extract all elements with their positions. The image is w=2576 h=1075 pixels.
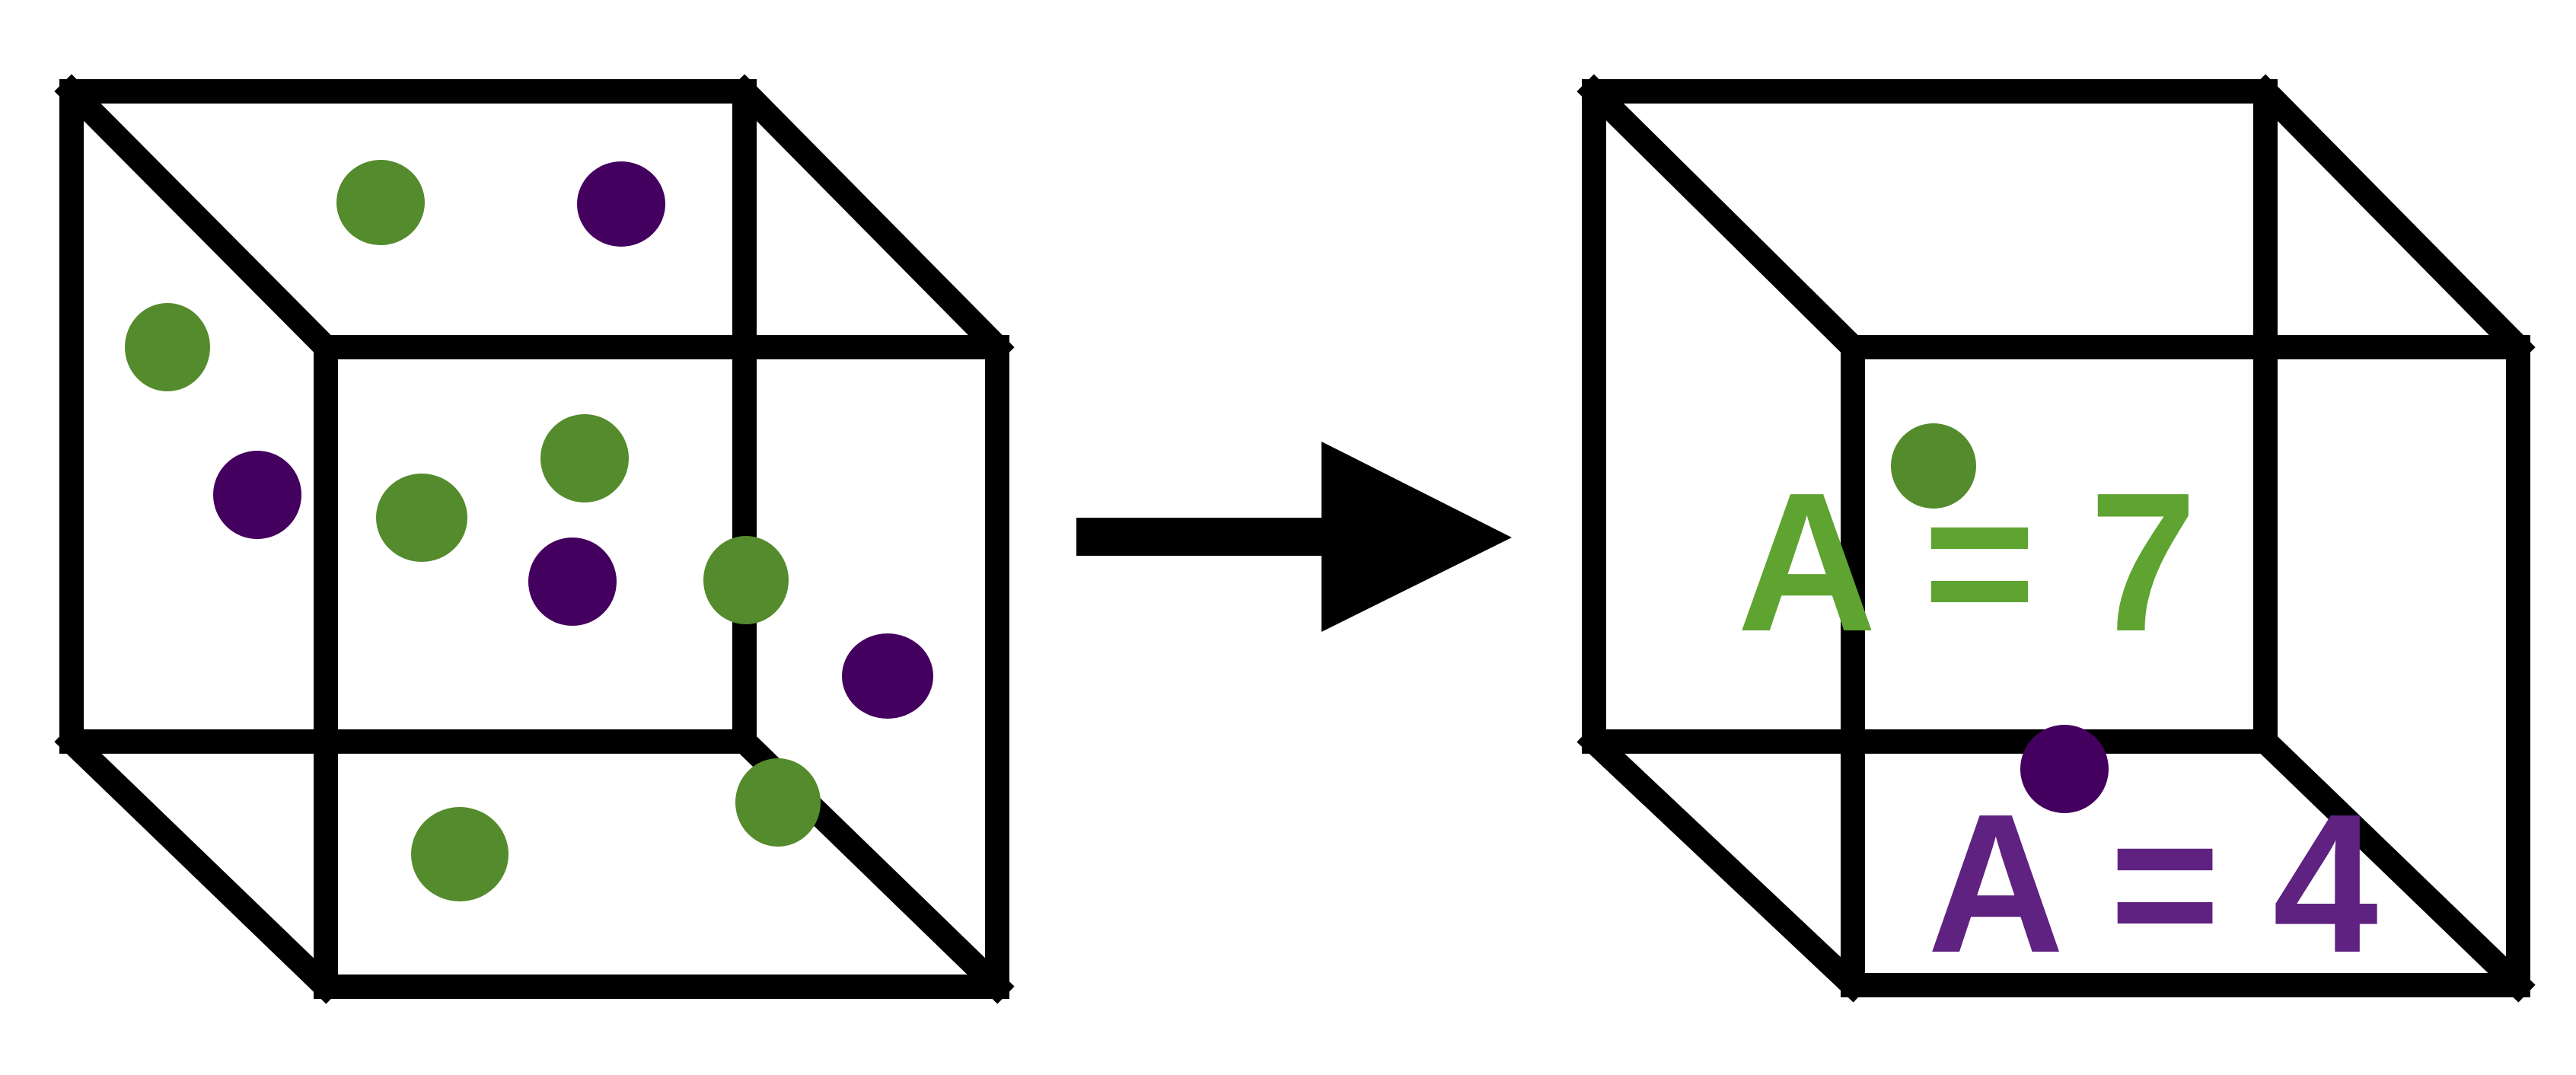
green-particle-icon <box>540 414 629 502</box>
left-cube-edge-top-right <box>727 74 1015 365</box>
right-cube-edge-top-left <box>1577 74 1870 365</box>
right-cube-edge-bottom-right <box>2248 724 2536 1003</box>
purple-particle-icon <box>2020 725 2109 813</box>
green-particle-icon <box>1891 423 1976 509</box>
purple-particle-icon <box>577 161 665 247</box>
purple-particle-icon <box>213 451 301 539</box>
green-particle-icon <box>376 474 467 562</box>
right-particles <box>1891 423 2109 813</box>
left-cube-edge-bottom-left <box>54 724 343 1004</box>
green-particle-icon <box>336 160 425 245</box>
left-particles <box>125 160 933 901</box>
right-cube-back-face <box>1582 79 2278 754</box>
green-particle-icon <box>411 807 509 901</box>
right-arrow-icon <box>1076 442 1512 632</box>
green-count-label: A = 7 <box>1737 452 2197 673</box>
left-cube-front-face <box>314 335 1009 999</box>
purple-particle-icon <box>842 633 933 719</box>
right-cube-front-face <box>1841 335 2530 997</box>
right-cube-edge-top-right <box>2248 74 2536 365</box>
green-particle-icon <box>735 758 821 847</box>
arrow-head <box>1321 442 1512 632</box>
right-cube <box>1577 74 2536 1003</box>
green-particle-icon <box>703 536 789 624</box>
left-cube-edge-top-left <box>54 74 343 365</box>
purple-particle-icon <box>528 538 617 626</box>
green-particle-icon <box>125 303 210 391</box>
left-cube-back-face <box>59 79 757 754</box>
arrow-shaft <box>1076 518 1331 556</box>
purple-count-label: A = 4 <box>1927 774 2380 994</box>
right-cube-edge-bottom-left <box>1577 724 1870 1003</box>
left-cube <box>54 74 1015 1004</box>
